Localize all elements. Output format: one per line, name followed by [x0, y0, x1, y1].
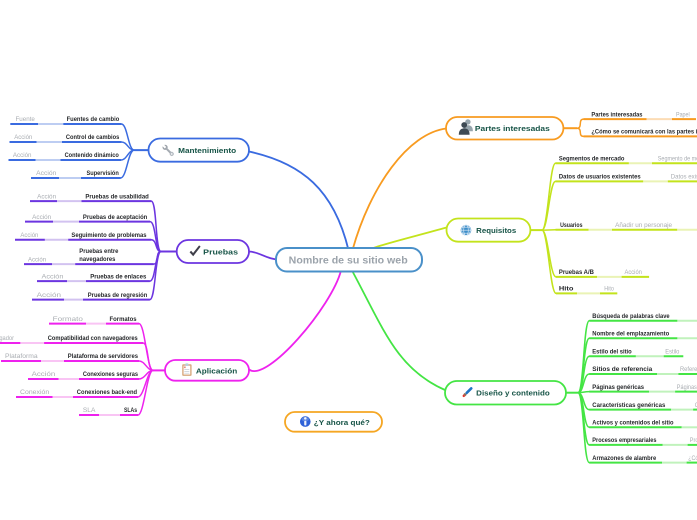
svg-text:Pruebas A/B: Pruebas A/B: [559, 269, 594, 276]
svg-text:Nombre de su sitio web: Nombre de su sitio web: [289, 255, 408, 266]
svg-text:Acción: Acción: [32, 214, 51, 221]
svg-text:Contenido dinámico: Contenido dinámico: [65, 152, 119, 159]
svg-text:Acción: Acción: [37, 292, 62, 299]
svg-text:Formato: Formato: [53, 316, 84, 323]
svg-text:Acción: Acción: [28, 256, 47, 263]
svg-text:Nombre del emplazamiento: Nombre del emplazamiento: [592, 331, 669, 338]
svg-text:Diseño y contenido: Diseño y contenido: [476, 389, 550, 398]
svg-text:Pruebas de usabilidad: Pruebas de usabilidad: [85, 193, 149, 200]
svg-text:Pruebas de enlaces: Pruebas de enlaces: [90, 273, 147, 280]
svg-text:Añadir un personaje: Añadir un personaje: [615, 222, 672, 229]
svg-text:Estilo del sitio: Estilo del sitio: [592, 349, 632, 356]
svg-text:Segmentos de mercado: Segmentos de mercado: [559, 156, 625, 163]
svg-text:Partes interesadas: Partes interesadas: [475, 124, 550, 133]
svg-text:Control de cambios: Control de cambios: [66, 134, 120, 141]
svg-text:Seguimiento de problemas: Seguimiento de problemas: [71, 232, 147, 239]
svg-text:Activos y contenidos del sitio: Activos y contenidos del sitio: [592, 420, 673, 427]
svg-text:¿Cómo se comunicará con las pa: ¿Cómo se comunicará con las partes inter…: [591, 129, 697, 136]
svg-text:Acción: Acción: [32, 371, 56, 378]
svg-text:Procesos empresariales: Procesos empresariales: [592, 437, 657, 444]
svg-text:Páginas: Páginas: [677, 384, 697, 391]
svg-text:Compatibilidad con navegadores: Compatibilidad con navegadores: [48, 335, 138, 342]
svg-text:Acción: Acción: [42, 273, 64, 280]
svg-text:Formatos: Formatos: [110, 316, 138, 323]
svg-text:Fuente: Fuente: [16, 116, 36, 123]
svg-text:Hito: Hito: [559, 286, 574, 293]
svg-text:Acción: Acción: [625, 269, 643, 276]
svg-text:Acción: Acción: [36, 170, 57, 177]
svg-text:Pruebas de aceptación: Pruebas de aceptación: [83, 214, 148, 221]
svg-text:Datos existentes: Datos existentes: [671, 174, 697, 181]
svg-text:Acción: Acción: [20, 232, 38, 239]
svg-text:Requisitos: Requisitos: [476, 226, 516, 235]
svg-text:Conexiones seguras: Conexiones seguras: [83, 371, 139, 378]
svg-text:Plataforma de servidores: Plataforma de servidores: [68, 353, 139, 360]
svg-text:¿Y ahora qué?: ¿Y ahora qué?: [314, 418, 371, 427]
svg-text:navegadores: navegadores: [79, 256, 116, 263]
svg-text:Búsqueda de palabras clave: Búsqueda de palabras clave: [592, 313, 670, 320]
svg-text:Armazones de alambre: Armazones de alambre: [592, 455, 656, 462]
svg-text:Usuarios: Usuarios: [560, 222, 583, 229]
svg-text:Pruebas de regresión: Pruebas de regresión: [88, 292, 148, 299]
svg-text:Acción: Acción: [14, 134, 33, 141]
svg-text:Datos de usuarios existentes: Datos de usuarios existentes: [559, 174, 641, 181]
svg-text:Páginas genéricas: Páginas genéricas: [592, 384, 644, 391]
svg-text:Características: Características: [695, 402, 697, 409]
svg-text:Acción: Acción: [13, 152, 32, 159]
svg-text:Plataforma: Plataforma: [5, 353, 38, 360]
svg-text:Segmento de mercado: Segmento de mercado: [658, 156, 697, 163]
svg-text:SLAs: SLAs: [124, 407, 137, 414]
svg-text:Conexión: Conexión: [20, 389, 50, 396]
svg-text:Aplicación: Aplicación: [196, 366, 238, 375]
svg-text:Pruebas: Pruebas: [203, 248, 238, 257]
svg-text:Referencia: Referencia: [680, 366, 697, 373]
svg-text:Fuentes de cambio: Fuentes de cambio: [67, 116, 120, 123]
svg-text:Estilo: Estilo: [665, 349, 680, 356]
svg-text:SLA: SLA: [83, 407, 96, 414]
svg-text:Partes interesadas: Partes interesadas: [591, 111, 643, 118]
svg-text:Acción: Acción: [37, 193, 56, 200]
svg-text:Características genéricas: Características genéricas: [592, 402, 665, 409]
svg-text:Sitios de referencia: Sitios de referencia: [592, 366, 652, 373]
svg-text:Mantenimiento: Mantenimiento: [178, 146, 237, 155]
svg-text:Navegador: Navegador: [0, 335, 14, 342]
svg-text:Hito: Hito: [604, 286, 614, 293]
svg-text:Supervisión: Supervisión: [87, 170, 119, 177]
svg-text:Procesos: Procesos: [690, 437, 697, 444]
svg-text:Pruebas entre: Pruebas entre: [79, 248, 119, 255]
svg-text:¿Cómo encajan las páginas?: ¿Cómo encajan las páginas?: [688, 455, 697, 462]
svg-text:Papel: Papel: [676, 111, 690, 118]
svg-text:Conexiones back-end: Conexiones back-end: [77, 389, 137, 396]
